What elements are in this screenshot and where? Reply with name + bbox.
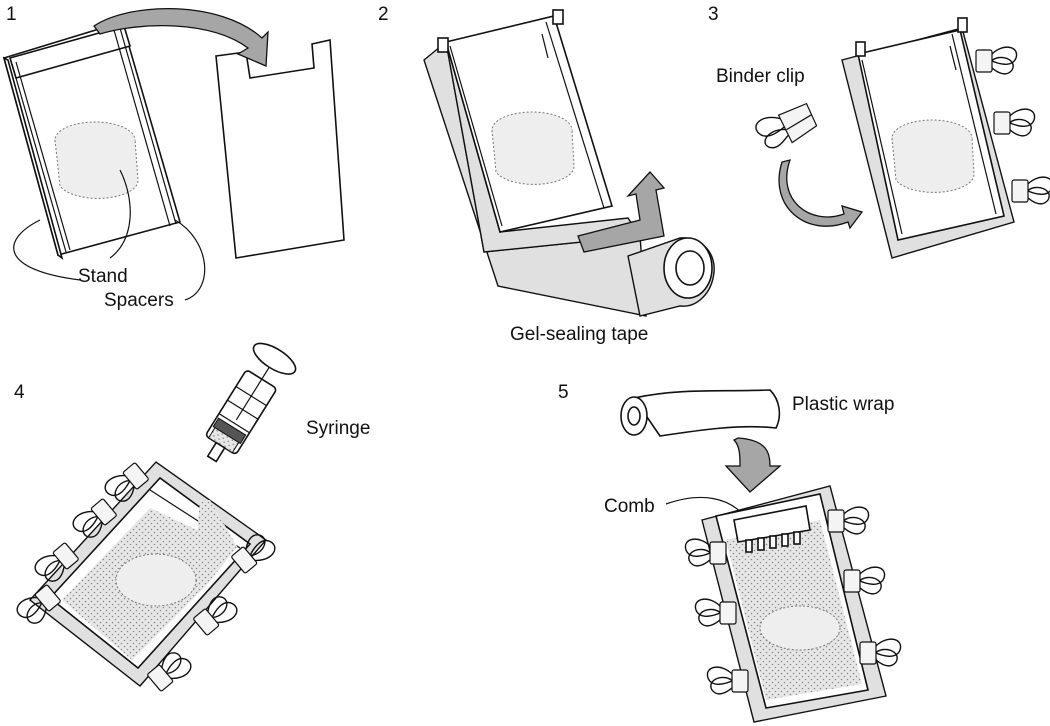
curved-arrow-1 — [93, 8, 269, 67]
gel-sample-ellipse-2 — [491, 111, 575, 185]
bent-arrow-2 — [577, 171, 666, 253]
syringe — [205, 342, 297, 463]
plastic-wrap-roll — [620, 389, 781, 437]
spacers-leader-line — [174, 219, 206, 301]
spacers-label: Spacers — [104, 290, 174, 311]
down-arrow-5 — [724, 437, 782, 493]
syringe-label: Syringe — [306, 418, 370, 439]
gel-stream — [196, 500, 238, 548]
plastic-wrap-label: Plastic wrap — [792, 394, 894, 415]
binder-clip-5f — [859, 638, 902, 667]
step-5-number: 5 — [558, 382, 569, 403]
step-4-panel: 4 Syringe — [13, 342, 370, 695]
binder-clip-attached-3 — [1011, 176, 1050, 205]
stand-leader-line — [13, 169, 131, 281]
curved-arrow-3 — [778, 159, 864, 230]
gel-sample-ellipse-1 — [54, 121, 139, 199]
gel-sealing-tape-label: Gel-sealing tape — [510, 324, 648, 345]
binder-clip-5b — [694, 598, 737, 627]
step-1-number: 1 — [6, 4, 17, 25]
step-2-number: 2 — [378, 4, 389, 25]
step-2-panel: 2 Gel-sealing tape — [378, 4, 715, 345]
binder-clip-5a — [684, 538, 727, 567]
binder-clip-label: Binder clip — [716, 66, 805, 87]
binder-clip-attached-2 — [993, 108, 1036, 137]
step-4-number: 4 — [14, 382, 25, 403]
stand-label: Stand — [78, 266, 128, 287]
binder-clip-attached-1 — [975, 46, 1018, 75]
binder-clip-5d — [827, 506, 870, 535]
step-1-panel: 1 Stand Spacers — [2, 4, 345, 311]
binder-clip-5c — [706, 666, 749, 695]
tape-roll — [627, 237, 715, 317]
gel-sample-ellipse-3 — [891, 119, 975, 193]
comb-label: Comb — [604, 496, 655, 517]
comb — [733, 505, 811, 553]
binder-clip-loose — [755, 102, 818, 149]
binder-clip-5e — [843, 566, 886, 595]
step-3-number: 3 — [708, 4, 719, 25]
back-notched-plate — [215, 39, 345, 259]
step-3-panel: 3 Binder clip — [708, 4, 1050, 259]
step-5-panel: 5 Plastic wrap Comb — [558, 382, 902, 723]
